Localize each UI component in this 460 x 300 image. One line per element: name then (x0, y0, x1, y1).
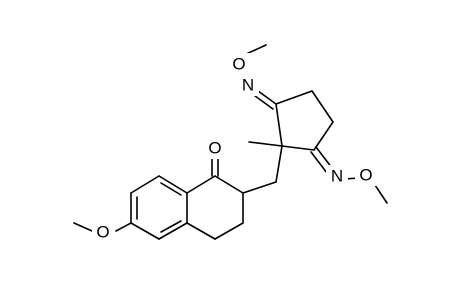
bond (275, 90, 313, 105)
methoxy-oxygen-label: O (96, 223, 109, 242)
bond (73, 222, 93, 232)
ketone-oxygen-label: O (208, 139, 221, 158)
atom-labels: O O N O N O (92, 53, 377, 243)
bond (130, 175, 160, 194)
bond (315, 146, 333, 169)
bond (158, 222, 188, 240)
bond (311, 90, 334, 123)
bond (374, 184, 388, 204)
bond (281, 145, 315, 151)
bond (275, 103, 283, 147)
bond (160, 220, 182, 233)
bond (130, 222, 160, 240)
oxime-oxygen-right-label: O (359, 166, 372, 185)
oxime-nitrogen-top-label: N (242, 76, 254, 95)
bond (242, 181, 277, 194)
bonds (73, 44, 388, 240)
bond (248, 141, 283, 147)
bond (186, 222, 216, 240)
bond (115, 222, 132, 232)
bond (186, 175, 216, 194)
bond (214, 175, 244, 194)
bond (214, 222, 244, 240)
oxime-oxygen-top-label: O (232, 55, 245, 74)
bond (160, 182, 182, 196)
bond (158, 175, 188, 194)
bond (275, 145, 283, 183)
bond (310, 151, 328, 174)
bond (313, 121, 334, 151)
oxime-nitrogen-right-label: N (331, 167, 343, 186)
